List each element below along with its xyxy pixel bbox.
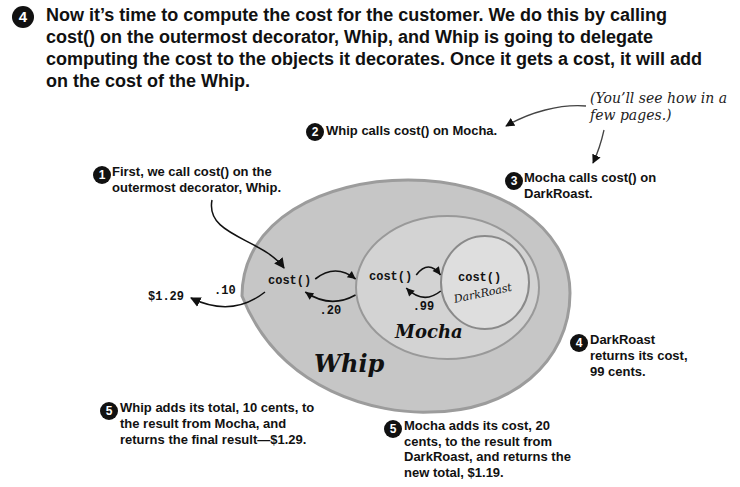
text-slot: (You’ll see how in a few pages.): [590, 90, 732, 124]
text-slot: 5: [384, 420, 402, 438]
text-slot: Mocha: [395, 322, 463, 342]
callout-number: 1: [93, 166, 111, 184]
text-slot: .20: [320, 304, 342, 318]
title: Now it’s time to compute the cost for th…: [46, 4, 716, 92]
method-label: cost(): [268, 274, 311, 288]
text-slot: Whip adds its total, 10 cents, to the re…: [120, 400, 315, 448]
handwritten-note: (You’ll see how in a few pages.): [590, 90, 732, 124]
text-slot: DarkRoast: [454, 293, 513, 306]
text-slot: DarkRoast returns its cost, 99 cents.: [590, 332, 702, 380]
text-slot: Whip: [314, 352, 384, 376]
arrowhead: [305, 292, 314, 300]
callout-text: Whip adds its total, 10 cents, to the re…: [120, 400, 315, 448]
callout-number: 3: [505, 172, 523, 190]
text-slot: 2: [306, 123, 324, 141]
method-label: cost(): [458, 271, 501, 285]
price-label: $1.29: [148, 290, 184, 304]
callout-text: Mocha calls cost() on DarkRoast.: [524, 170, 674, 202]
cost-label: .99: [413, 300, 435, 314]
decorator-node: cost() Whip cost() Mocha cost() DarkRoast: [240, 178, 572, 414]
connector-path: [305, 292, 355, 301]
text-slot: 4: [570, 334, 588, 352]
text-slot: 1: [93, 166, 111, 184]
arrowhead: [347, 271, 356, 279]
text-slot: cost(): [369, 270, 412, 284]
text-slot: 4: [12, 6, 34, 28]
callout-number: 2: [306, 123, 324, 141]
outline-path: [242, 180, 570, 412]
cost-label: .20: [320, 304, 342, 318]
decorator-name: Whip: [314, 352, 384, 376]
arrowhead: [406, 288, 415, 296]
text-slot: Now it’s time to compute the cost for th…: [46, 4, 716, 92]
leader-line: [211, 200, 284, 268]
decorator-name: Mocha: [395, 322, 463, 342]
callout-number: 5: [100, 402, 118, 420]
callout-text: First, we call cost() on the outermost d…: [112, 164, 290, 196]
cost-label: .10: [214, 284, 236, 298]
call-connector: [406, 288, 441, 297]
text-slot: Whip calls cost() on Mocha.: [326, 123, 566, 139]
outline-ellipse: [356, 216, 539, 359]
text-slot: 3: [505, 172, 523, 190]
text-slot: Mocha adds its cost, 20 cents, to the re…: [404, 418, 582, 480]
connector-path: [406, 288, 441, 297]
note-arrow: [506, 106, 586, 126]
text-slot: Mocha calls cost() on DarkRoast.: [524, 170, 674, 202]
text-slot: .99: [413, 300, 435, 314]
text-slot: $1.29: [148, 290, 184, 304]
outline-ellipse: [441, 236, 529, 329]
call-connector: [416, 266, 440, 275]
connector-path: [315, 271, 355, 279]
text-slot: cost(): [458, 271, 501, 285]
method-label: cost(): [369, 270, 412, 284]
callout-text: DarkRoast returns its cost, 99 cents.: [590, 332, 702, 380]
decorator-node: cost() Mocha cost() DarkRoast: [355, 215, 540, 360]
call-connector: [305, 292, 355, 301]
text-slot: First, we call cost() on the outermost d…: [112, 164, 290, 196]
connector-path: [416, 267, 440, 275]
text-slot: 5: [100, 402, 118, 420]
arrowhead: [433, 266, 441, 275]
callout-number: 4: [12, 6, 34, 28]
note-arrow: [593, 130, 604, 163]
component-node: cost() DarkRoast: [440, 235, 530, 330]
call-connector: [315, 271, 355, 279]
callout-text: Mocha adds its cost, 20 cents, to the re…: [404, 418, 582, 480]
callout-number: 5: [384, 420, 402, 438]
text-slot: .10: [214, 284, 236, 298]
return-arrow: [191, 292, 265, 307]
callout-text: Whip calls cost() on Mocha.: [326, 123, 566, 139]
callout-number: 4: [570, 334, 588, 352]
text-slot: cost(): [268, 274, 311, 288]
